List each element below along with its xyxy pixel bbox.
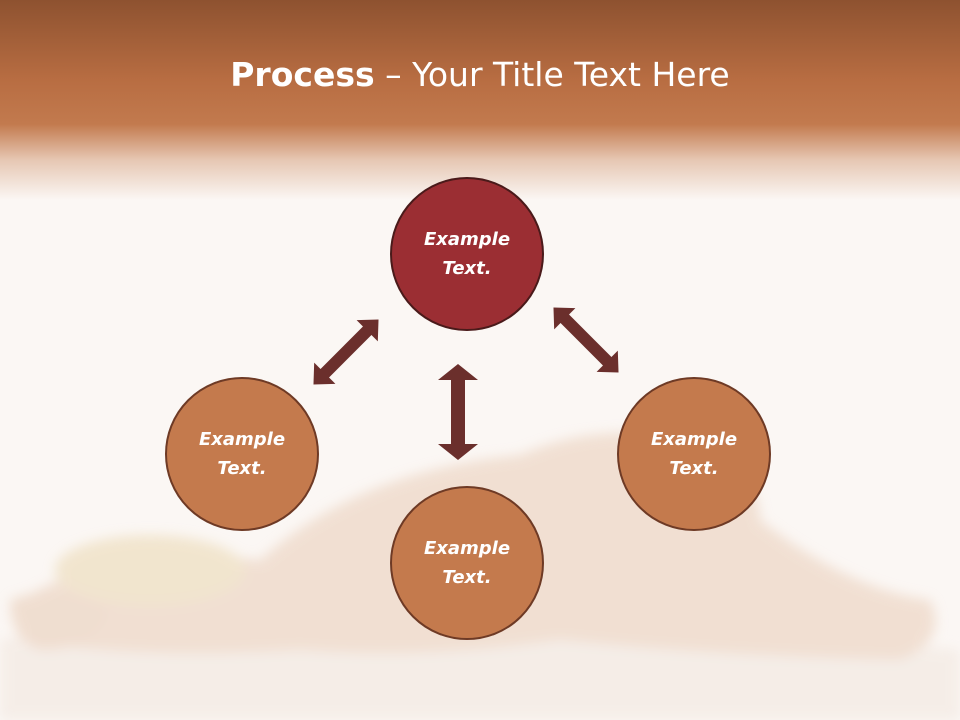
process-node-bottom[interactable]: Example Text. <box>390 486 544 640</box>
node-label: Example Text. <box>423 229 511 279</box>
node-label: Example Text. <box>423 538 511 588</box>
process-node-left[interactable]: Example Text. <box>165 377 319 531</box>
slide-title: Process – Your Title Text Here <box>0 52 960 98</box>
process-node-right[interactable]: Example Text. <box>617 377 771 531</box>
node-label: Example Text. <box>198 429 286 479</box>
header-band <box>0 0 960 200</box>
node-label: Example Text. <box>650 429 738 479</box>
title-rest-part: – Your Title Text Here <box>374 55 730 94</box>
process-node-top[interactable]: Example Text. <box>390 177 544 331</box>
title-bold-part: Process <box>230 55 375 94</box>
